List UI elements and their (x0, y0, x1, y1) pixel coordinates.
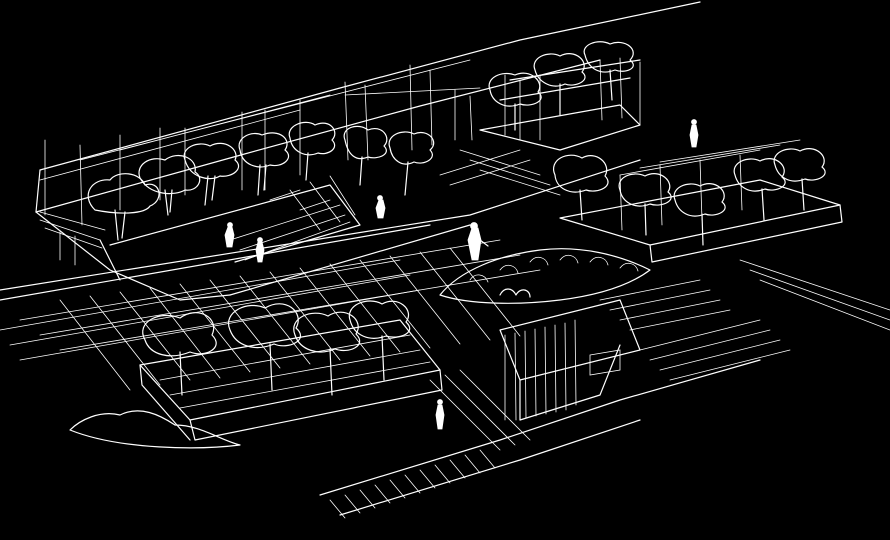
upper-right-block (439, 41, 699, 196)
lower-road (319, 319, 791, 519)
central-promenade (0, 159, 641, 391)
upper-left-block (35, 1, 701, 301)
planting-strip (439, 248, 651, 304)
tree-row-upper-left (87, 121, 435, 241)
figures-upper-court (224, 195, 386, 263)
lower-left-block (69, 300, 445, 449)
lower-pavilion (499, 299, 641, 421)
right-block (552, 139, 890, 331)
